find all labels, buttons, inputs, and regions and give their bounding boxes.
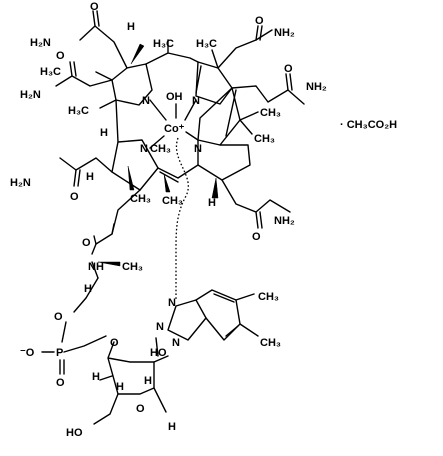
amide-nh2-mid-left: H₂N: [20, 89, 41, 101]
benzimidazole-n2: N: [156, 321, 164, 333]
stereo-wedges: [97, 43, 219, 267]
h-label-d: H: [208, 197, 216, 209]
h-label-h: H: [144, 375, 152, 387]
amide-nh2-top-left: H₂N: [30, 37, 51, 49]
h-label-f: H: [92, 371, 100, 383]
phosphate-o-minus: ⁻O: [20, 347, 35, 359]
h-label-a: H: [127, 21, 135, 33]
methyl-h3c-b: H₃C: [196, 38, 217, 50]
methyl-ch3-c1: CH₃: [260, 107, 281, 119]
oxygen-sugar-p: O: [110, 337, 119, 349]
benzimidazole-n1: N: [168, 297, 176, 309]
amide-nh2-mid-right: NH₂: [306, 81, 327, 93]
sugar-ho: HO: [150, 347, 167, 359]
carbonyl-o-a: O: [90, 1, 99, 13]
amide-nh2-top-right: NH₂: [274, 27, 295, 39]
carbonyl-o-f: O: [252, 231, 261, 243]
methyl-h3c-top: H₃C: [153, 38, 174, 50]
methyl-ch3-d: CH₃: [130, 193, 151, 205]
methyl-ch3-n: CH₃: [150, 143, 171, 155]
methyl-h3c-a2: H₃C: [68, 105, 89, 117]
methyl-ch3-propyl: CH₃: [122, 261, 143, 273]
carbonyl-o-e: O: [70, 191, 79, 203]
carbonyl-o-c: O: [56, 50, 65, 62]
methyl-h3c-a1: H₃C: [40, 66, 61, 78]
h-label-e: H: [84, 283, 92, 295]
amide-nh: NH: [88, 261, 104, 273]
acetate-salt-label: · CH₃CO₂H: [340, 119, 397, 131]
nitrogen-a: N: [142, 95, 150, 107]
carbonyl-o-g: O: [82, 237, 91, 249]
h-label-i: H: [168, 421, 176, 433]
oxygen-ring: O: [136, 403, 145, 415]
carbonyl-o-b: O: [255, 15, 264, 27]
cobalt-center: Co⁺: [164, 123, 185, 135]
amide-nh2-lower-left: H₂N: [10, 177, 31, 189]
ch2-ho: HO: [66, 427, 83, 439]
h-label-g: H: [116, 381, 124, 393]
amide-nh2-lower-right: NH₂: [274, 215, 295, 227]
oxygen-ester: O: [54, 311, 63, 323]
methyl-ch3-c2: CH₃: [254, 133, 275, 145]
nitrogen-b: N: [192, 95, 200, 107]
h-label-b: H: [100, 127, 108, 139]
methyl-ch3-meso: CH₃: [162, 195, 183, 207]
phosphorus: P: [56, 347, 63, 359]
bond-lines: [41, 10, 305, 425]
h-label-c: H: [86, 171, 94, 183]
methyl-ch3-benz1: CH₃: [258, 291, 279, 303]
axial-oh: OH: [166, 91, 183, 103]
coordination-dotted-bond: [175, 137, 189, 300]
nitrogen-d-n: N: [140, 143, 148, 155]
atom-labels: H₂N O H H₃C H₃C O NH₂ H₃C O H₂N H₃C N N …: [10, 1, 327, 439]
methyl-ch3-benz2: CH₃: [260, 337, 281, 349]
carbonyl-o-d: O: [284, 63, 293, 75]
nitrogen-c: N: [194, 143, 202, 155]
benzimidazole-n3: N: [172, 337, 180, 349]
phosphate-o-double: O: [56, 377, 65, 389]
